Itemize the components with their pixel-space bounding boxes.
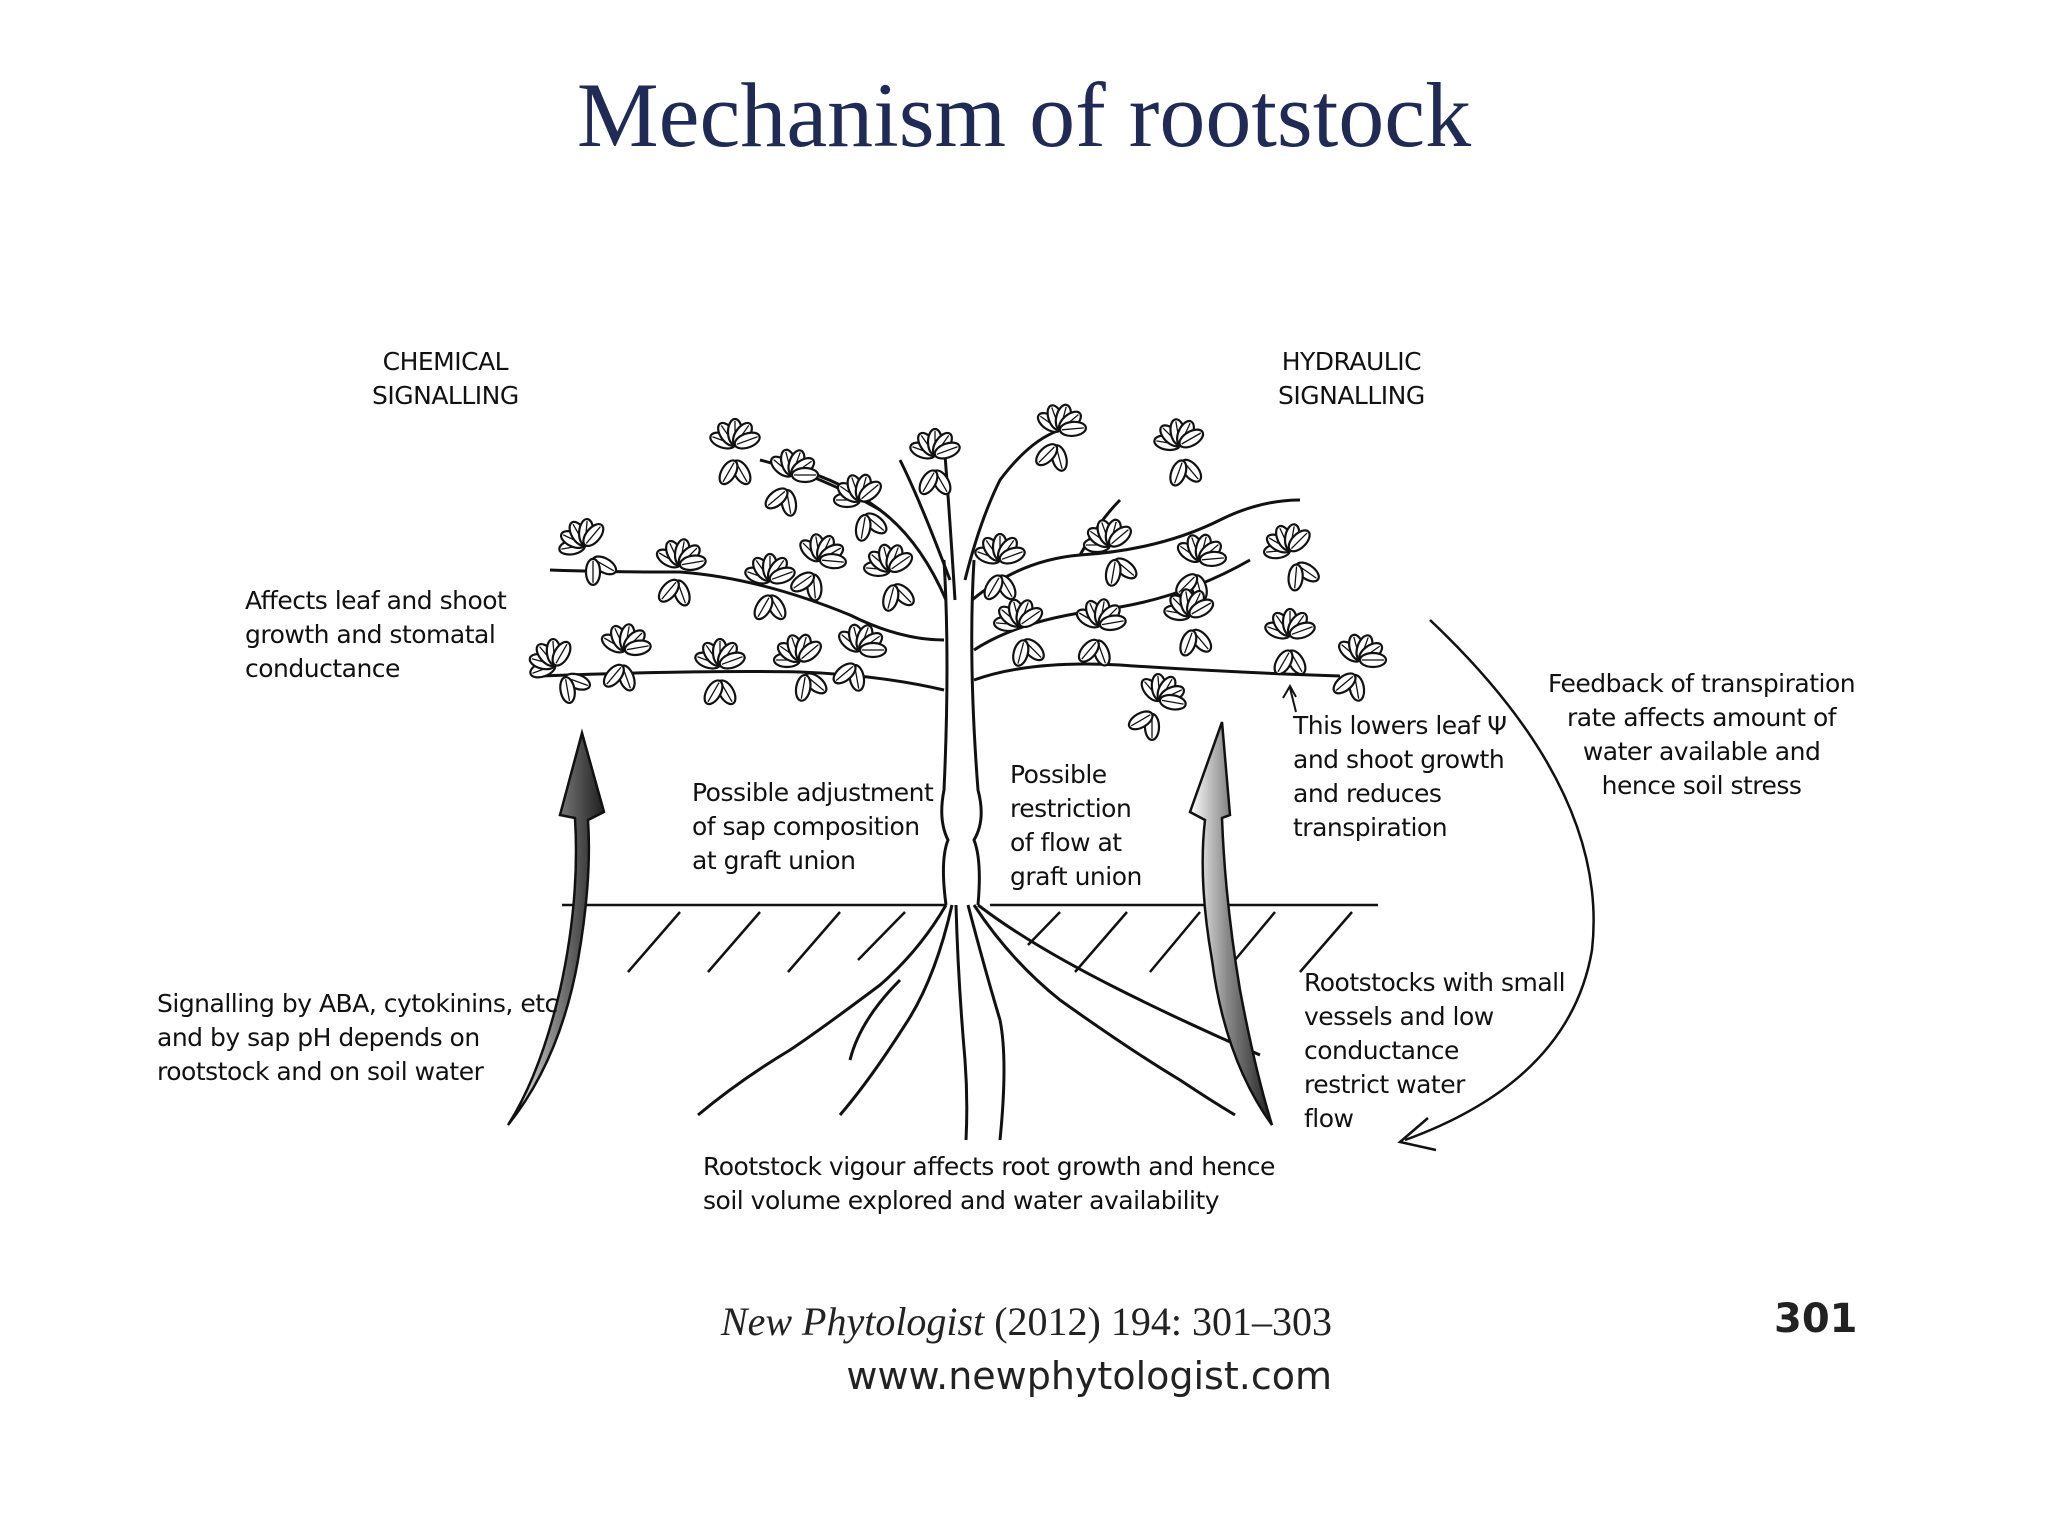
label-line: hence soil stress bbox=[1601, 771, 1802, 800]
feedback-label: Feedback of transpiration rate affects a… bbox=[1548, 667, 1856, 803]
label-line: of sap composition bbox=[692, 812, 920, 841]
label-line: Rootstock vigour affects root growth and… bbox=[703, 1152, 1275, 1181]
label-line: and reduces bbox=[1293, 779, 1442, 808]
header-line: CHEMICAL bbox=[382, 347, 509, 376]
leaf-effect-label: Affects leaf and shoot growth and stomat… bbox=[245, 584, 507, 686]
tree-trunk bbox=[940, 559, 983, 906]
label-line: Signalling by ABA, cytokinins, etc bbox=[157, 989, 558, 1018]
label-line: This lowers leaf Ψ bbox=[1293, 711, 1507, 740]
lowers-leaf-label: This lowers leaf Ψ and shoot growth and … bbox=[1293, 709, 1507, 845]
soil-hatching bbox=[627, 911, 1353, 973]
tree-branches bbox=[539, 428, 1341, 692]
header-line: SIGNALLING bbox=[1278, 381, 1425, 410]
label-line: Possible adjustment bbox=[692, 778, 934, 807]
label-line: water available and bbox=[1582, 737, 1821, 766]
label-line: growth and stomatal bbox=[245, 620, 496, 649]
label-line: and by sap pH depends on bbox=[157, 1023, 480, 1052]
citation-page-number: 301 bbox=[1774, 1296, 1858, 1342]
journal-details: (2012) 194: 301–303 bbox=[984, 1299, 1332, 1344]
signalling-label: Signalling by ABA, cytokinins, etc and b… bbox=[157, 987, 558, 1089]
small-vessels-label: Rootstocks with small vessels and low co… bbox=[1304, 966, 1566, 1136]
label-line: rootstock and on soil water bbox=[157, 1057, 484, 1086]
label-line: vessels and low bbox=[1304, 1002, 1494, 1031]
slide-title: Mechanism of rootstock bbox=[576, 64, 1472, 166]
tree-foliage bbox=[518, 398, 1394, 750]
flow-restriction-label: Possible restriction of flow at graft un… bbox=[1010, 758, 1142, 894]
label-line: of flow at bbox=[1010, 828, 1122, 857]
label-line: conductance bbox=[1304, 1036, 1459, 1065]
journal-name: New Phytologist bbox=[720, 1299, 985, 1344]
label-line: restrict water bbox=[1304, 1070, 1465, 1099]
sap-adjustment-label: Possible adjustment of sap composition a… bbox=[692, 776, 934, 878]
vigour-label: Rootstock vigour affects root growth and… bbox=[703, 1150, 1275, 1218]
hydraulic-signalling-header: HYDRAULIC SIGNALLING bbox=[1278, 345, 1425, 413]
chemical-signalling-header: CHEMICAL SIGNALLING bbox=[372, 345, 519, 413]
label-line: Feedback of transpiration bbox=[1548, 669, 1856, 698]
chemical-signal-arrow bbox=[506, 728, 606, 1126]
label-line: graft union bbox=[1010, 862, 1142, 891]
hydraulic-signal-arrow bbox=[1188, 721, 1274, 1126]
citation-journal: New Phytologist (2012) 194: 301–303 bbox=[721, 1298, 1332, 1345]
label-line: at graft union bbox=[692, 846, 856, 875]
label-line: soil volume explored and water availabil… bbox=[703, 1186, 1220, 1215]
leaf-pointer-arrow bbox=[1282, 683, 1297, 713]
label-line: and shoot growth bbox=[1293, 745, 1505, 774]
label-line: Affects leaf and shoot bbox=[245, 586, 507, 615]
label-line: Possible bbox=[1010, 760, 1107, 789]
citation-url: www.newphytologist.com bbox=[846, 1354, 1332, 1398]
label-line: conductance bbox=[245, 654, 400, 683]
label-line: Rootstocks with small bbox=[1304, 968, 1566, 997]
label-line: transpiration bbox=[1293, 813, 1448, 842]
header-line: SIGNALLING bbox=[372, 381, 519, 410]
feedback-arrow bbox=[1397, 619, 1595, 1152]
tree-roots bbox=[697, 903, 1261, 1141]
label-line: flow bbox=[1304, 1104, 1354, 1133]
label-line: rate affects amount of bbox=[1567, 703, 1837, 732]
header-line: HYDRAULIC bbox=[1281, 347, 1422, 376]
label-line: restriction bbox=[1010, 794, 1132, 823]
